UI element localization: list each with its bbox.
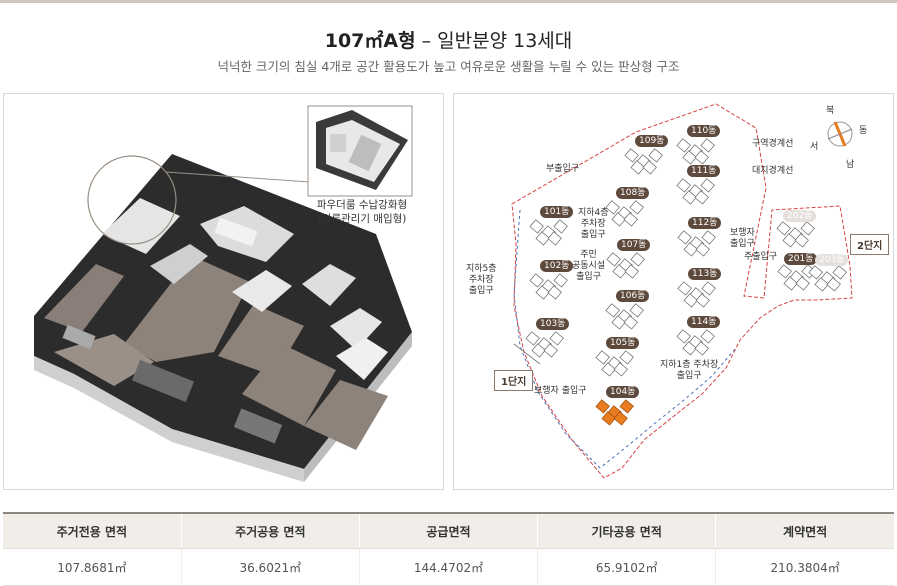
tag-complex-1: 1단지 — [494, 370, 534, 391]
compass-west: 서 — [810, 142, 819, 152]
building-block — [605, 200, 644, 227]
building-block — [529, 273, 568, 300]
building-block — [676, 329, 715, 356]
area-table: 주거전용 면적 주거공용 면적 공급면적 기타공용 면적 계약면적 107.86… — [3, 512, 894, 586]
building-badge-12: 112동 — [688, 217, 722, 229]
building-block — [595, 350, 634, 377]
building-block — [677, 281, 716, 308]
page-title: 107㎡A형 – 일반분양 13세대 — [0, 26, 897, 53]
floor-plan-panel: 파우더룸 수납강화형 (의류관리기 매입형) — [3, 93, 444, 490]
area-table-row: 107.8681㎡ 36.6021㎡ 144.4702㎡ 65.9102㎡ 21… — [3, 548, 894, 586]
value-supply-area: 144.4702㎡ — [358, 548, 538, 586]
building-badge-6: 106동 — [616, 290, 650, 302]
header-exclusive-area: 주거전용 면적 — [3, 512, 182, 549]
title-separator: – — [421, 30, 432, 52]
compass-north: 북 — [826, 106, 835, 116]
header-contract-area: 계약면적 — [715, 512, 894, 549]
site-plan-panel: 101동 102동 103동 104동 105동 106동 107동 108동 109동 110동… — [453, 93, 894, 490]
compass-icon — [827, 121, 853, 147]
label-district-boundary: 구역경계선 — [752, 139, 794, 149]
building-block — [605, 303, 644, 330]
building-badge-13: 113동 — [688, 268, 722, 280]
building-block — [529, 219, 568, 246]
building-badge-10: 110동 — [687, 125, 721, 137]
building-badge-9: 109동 — [635, 135, 669, 147]
building-badge-23: 203동 — [815, 254, 849, 266]
label-pedestrian-vehicle-entrance: 보행자 출입구 — [534, 386, 587, 396]
unit-type-name: 107㎡A형 — [324, 30, 416, 52]
tag-complex-2: 2단지 — [850, 234, 890, 255]
building-badge-4: 104동 — [606, 386, 640, 398]
area-table-header-row: 주거전용 면적 주거공용 면적 공급면적 기타공용 면적 계약면적 — [3, 512, 894, 549]
building-badge-14: 114동 — [687, 316, 721, 328]
building-block — [595, 399, 634, 426]
site-boundary — [513, 209, 737, 469]
label-site-boundary: 대지경계선 — [752, 166, 794, 176]
building-badge-1: 101동 — [540, 206, 574, 218]
building-block — [808, 265, 847, 292]
building-badge-21: 201동 — [784, 253, 818, 265]
floor-plan-illustration — [34, 105, 413, 482]
building-badge-3: 103동 — [536, 318, 570, 330]
label-main-entrance: 주출입구 — [744, 252, 778, 262]
label-sub-entrance: 부출입구 — [546, 164, 580, 174]
building-badge-11: 111동 — [687, 165, 721, 177]
header-residential-common-area: 주거공용 면적 — [180, 512, 360, 549]
district-boundary — [511, 103, 853, 479]
compass-east: 동 — [859, 126, 868, 136]
compass-south: 남 — [846, 160, 855, 170]
building-badge-5: 105동 — [606, 337, 640, 349]
building-badge-2: 102동 — [540, 260, 574, 272]
building-block — [776, 221, 815, 248]
building-block — [677, 230, 716, 257]
page-description: 넉넉한 크기의 침실 4개로 공간 활용도가 높고 여유로운 생활을 누릴 수 … — [217, 59, 680, 74]
site-labels: 101동 102동 103동 104동 105동 106동 107동 108동 109동 110동… — [454, 94, 893, 489]
top-divider — [0, 0, 897, 3]
header-supply-area: 공급면적 — [358, 512, 538, 549]
supply-info: 일반분양 13세대 — [437, 30, 573, 52]
building-block — [525, 331, 564, 358]
building-badge-22: 202동 — [783, 210, 817, 222]
building-block — [606, 252, 645, 279]
building-badge-7: 107동 — [617, 239, 651, 251]
value-residential-common-area: 36.6021㎡ — [180, 548, 360, 586]
header-other-common-area: 기타공용 면적 — [537, 512, 716, 549]
site-plan-map — [511, 103, 853, 479]
building-block — [676, 178, 715, 205]
callout-line2: (의류관리기 매입형) — [317, 213, 407, 225]
powder-room-callout: 파우더룸 수납강화형 (의류관리기 매입형) — [308, 198, 416, 226]
building-block — [676, 138, 715, 165]
building-badge-8: 108동 — [616, 187, 650, 199]
callout-line1: 파우더룸 수납강화형 — [316, 199, 408, 211]
value-exclusive-area: 107.8681㎡ — [3, 548, 182, 586]
building-block — [624, 148, 663, 175]
value-other-common-area: 65.9102㎡ — [537, 548, 716, 586]
value-contract-area: 210.3804㎡ — [715, 548, 894, 586]
